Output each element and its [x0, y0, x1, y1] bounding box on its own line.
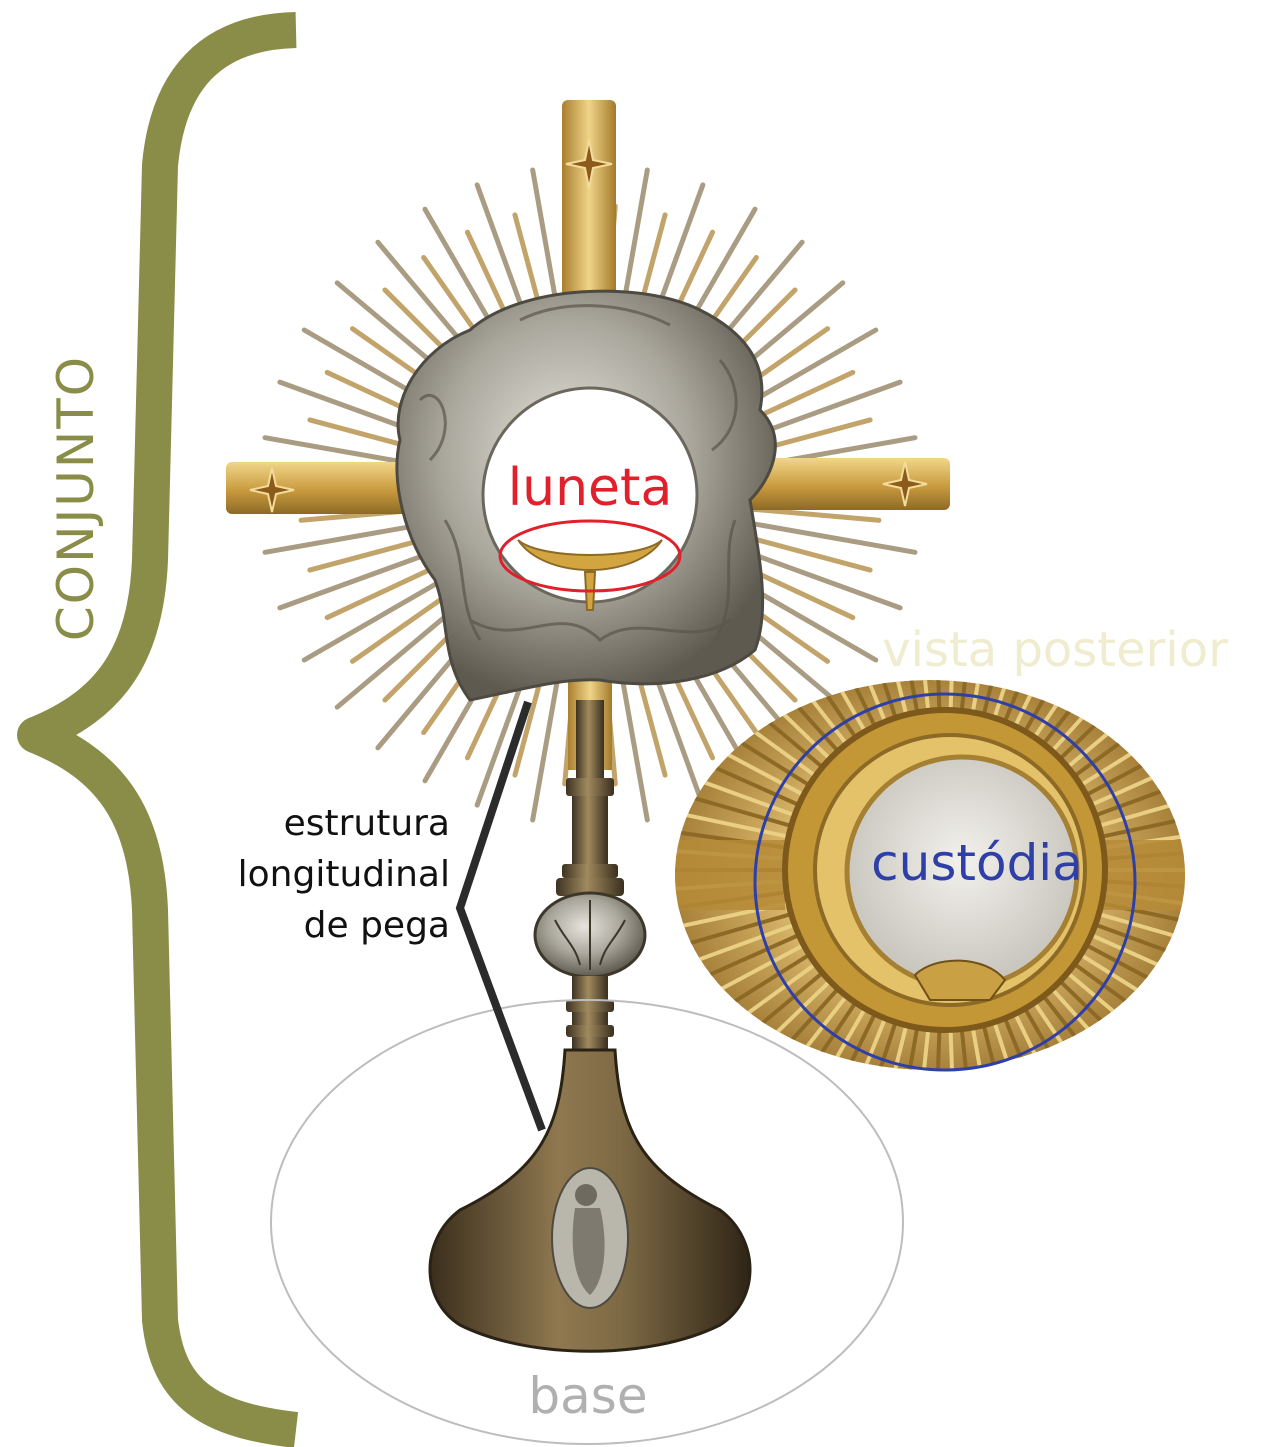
estrutura-label-line-1: estrutura — [238, 798, 450, 849]
sunburst-ray — [738, 521, 915, 552]
conjunto-brace — [35, 30, 296, 1430]
estrutura-label-line-3: de pega — [238, 900, 450, 951]
base-label: base — [528, 1367, 647, 1425]
conjunto-label: CONJUNTO — [47, 355, 105, 641]
vista-posterior-label: vista posterior — [882, 622, 1228, 678]
estrutura-pointer-line — [460, 702, 542, 1130]
luneta-label: luneta — [508, 458, 673, 518]
estrutura-label-line-2: longitudinal — [238, 849, 450, 900]
estrutura-label: estrutura longitudinal de pega — [238, 798, 450, 951]
custodia-label: custódia — [871, 834, 1083, 892]
stem-lower — [566, 976, 614, 1056]
stem — [556, 700, 624, 896]
saint-figure-head — [575, 1184, 597, 1206]
